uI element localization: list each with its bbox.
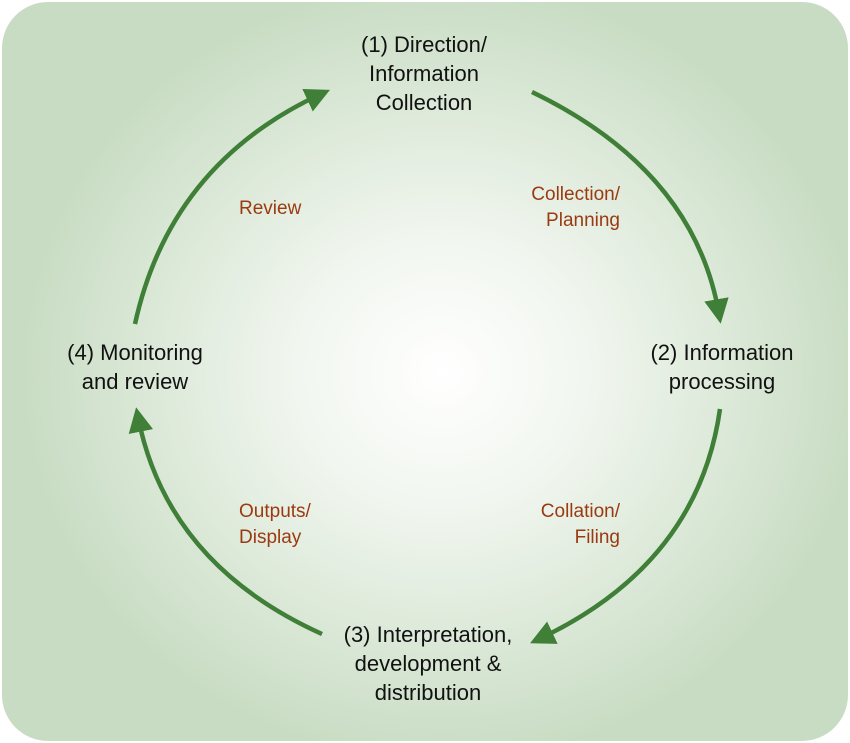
transition-collation-filing: Collation/ Filing bbox=[480, 499, 620, 551]
transition-1-line-2: Planning bbox=[546, 210, 620, 231]
stage-2-line-1: (2) Information bbox=[650, 340, 794, 365]
transition-1-line-1: Collection/ bbox=[531, 184, 620, 205]
transition-4-line-1: Review bbox=[239, 198, 302, 219]
arrow-direction-to-processing bbox=[531, 89, 729, 324]
transition-2-line-1: Collation/ bbox=[540, 501, 620, 522]
stage-4-line-1: (4) Monitoring bbox=[67, 340, 203, 365]
stage-1-line-3: Collection bbox=[375, 90, 473, 115]
stage-1-line-2: Information bbox=[368, 61, 480, 86]
arrow-processing-to-interpretation bbox=[530, 408, 723, 644]
transition-3-line-2: Display bbox=[239, 527, 302, 548]
stage-3-line-1: (3) Interpretation, bbox=[343, 622, 513, 647]
stage-monitoring-and-review: (4) Monitoring and review bbox=[40, 338, 230, 396]
stage-interpretation-development-distribution: (3) Interpretation, development & distri… bbox=[313, 620, 543, 707]
stage-3-line-2: development & bbox=[354, 651, 502, 676]
transition-review: Review bbox=[239, 196, 379, 222]
transition-2-line-2: Filing bbox=[574, 527, 620, 548]
transition-3-line-1: Outputs/ bbox=[239, 501, 311, 522]
stage-2-line-2: processing bbox=[668, 369, 776, 394]
stage-4-line-2: and review bbox=[81, 369, 189, 394]
arrow-monitoring-to-direction bbox=[132, 89, 330, 325]
transition-outputs-display: Outputs/ Display bbox=[239, 499, 379, 551]
stage-direction-information-collection: (1) Direction/ Information Collection bbox=[324, 30, 524, 117]
stage-3-line-3: distribution bbox=[374, 680, 482, 705]
transition-collection-planning: Collection/ Planning bbox=[480, 182, 620, 234]
stage-1-line-1: (1) Direction/ bbox=[361, 32, 487, 57]
stage-information-processing: (2) Information processing bbox=[622, 338, 822, 396]
arrow-interpretation-to-monitoring bbox=[128, 407, 323, 637]
